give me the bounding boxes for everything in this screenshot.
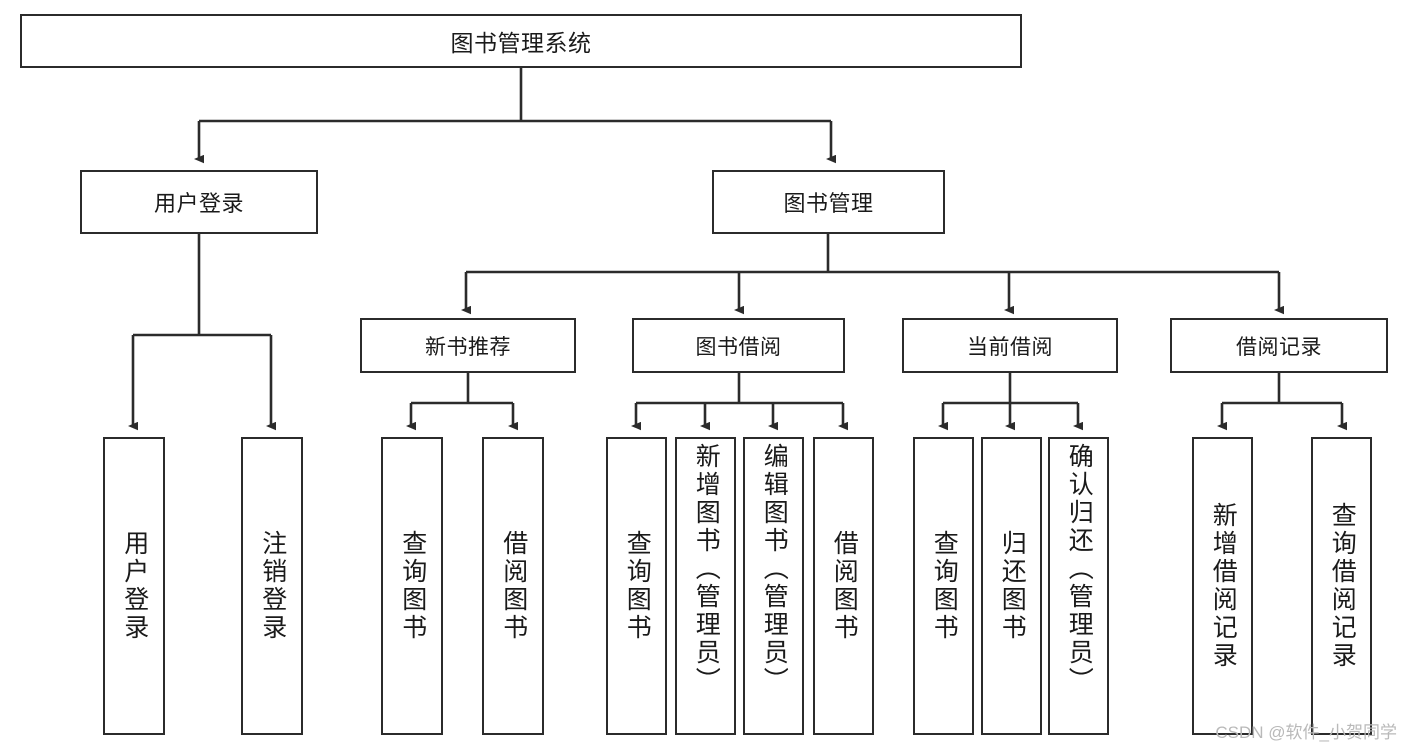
leaf-borrow-query-book[interactable]: 查询图书	[606, 437, 667, 735]
node-user-login[interactable]: 用户登录	[80, 170, 318, 234]
node-label: 借阅记录	[1236, 335, 1322, 359]
leaf-recommend-query-book[interactable]: 查询图书	[381, 437, 443, 735]
node-label: 确认归还（管理员）	[1065, 443, 1094, 695]
node-label: 查询图书	[930, 530, 959, 642]
node-root-system[interactable]: 图书管理系统	[20, 14, 1022, 68]
node-label: 新增借阅记录	[1209, 502, 1238, 670]
node-label: 当前借阅	[967, 335, 1053, 359]
node-label: 新书推荐	[425, 335, 511, 359]
node-label: 编辑图书（管理员）	[760, 443, 789, 695]
node-book-borrow[interactable]: 图书借阅	[632, 318, 845, 373]
node-label: 图书管理	[783, 191, 874, 216]
node-new-book-recommend[interactable]: 新书推荐	[360, 318, 576, 373]
leaf-borrow-edit-book-admin[interactable]: 编辑图书（管理员）	[743, 437, 804, 735]
leaf-record-add-borrow-record[interactable]: 新增借阅记录	[1192, 437, 1253, 735]
leaf-recommend-borrow-book[interactable]: 借阅图书	[482, 437, 544, 735]
watermark-text: CSDN @软件_小贺同学	[1215, 723, 1397, 742]
node-label: 查询图书	[623, 530, 652, 642]
leaf-borrow-borrow-book[interactable]: 借阅图书	[813, 437, 874, 735]
node-label: 查询借阅记录	[1328, 502, 1357, 670]
node-label: 用户登录	[120, 530, 149, 642]
node-label: 注销登录	[258, 530, 287, 642]
node-label: 归还图书	[998, 530, 1027, 642]
leaf-user-login-signin[interactable]: 用户登录	[103, 437, 165, 735]
node-label: 新增图书（管理员）	[692, 443, 721, 695]
node-label: 图书管理系统	[450, 30, 592, 56]
node-label: 借阅图书	[830, 530, 859, 642]
node-book-management[interactable]: 图书管理	[712, 170, 945, 234]
node-label: 查询图书	[398, 530, 427, 642]
leaf-user-login-signout[interactable]: 注销登录	[241, 437, 303, 735]
node-label: 用户登录	[153, 191, 244, 216]
leaf-current-return-book[interactable]: 归还图书	[981, 437, 1042, 735]
leaf-record-query-borrow-record[interactable]: 查询借阅记录	[1311, 437, 1372, 735]
node-label: 图书借阅	[695, 335, 782, 359]
leaf-borrow-add-book-admin[interactable]: 新增图书（管理员）	[675, 437, 736, 735]
leaf-current-query-book[interactable]: 查询图书	[913, 437, 974, 735]
leaf-current-confirm-return-admin[interactable]: 确认归还（管理员）	[1048, 437, 1109, 735]
node-borrow-record[interactable]: 借阅记录	[1170, 318, 1388, 373]
node-current-borrow[interactable]: 当前借阅	[902, 318, 1118, 373]
node-label: 借阅图书	[499, 530, 528, 642]
